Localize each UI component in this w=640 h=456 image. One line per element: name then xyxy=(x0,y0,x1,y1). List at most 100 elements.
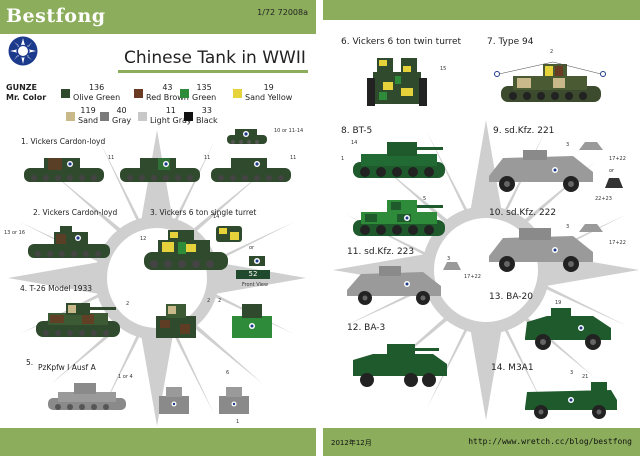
callout-number: 22+23 xyxy=(595,196,612,202)
callout-number: 2 xyxy=(550,49,554,55)
swatch-color xyxy=(66,112,75,121)
tank-illustration xyxy=(144,230,228,270)
callout-number: 3 xyxy=(566,224,570,230)
tank-illustration xyxy=(232,304,272,338)
tank-illustration xyxy=(36,303,120,337)
item-label: PzKpfw I Ausf A xyxy=(38,363,96,372)
item-label: 11. sd.Kfz. 223 xyxy=(347,247,415,257)
callout-number: 19 xyxy=(555,300,562,306)
item-label: 13. BA-20 xyxy=(489,292,534,302)
callout-number: 13 or 16 xyxy=(4,230,26,236)
left-page: Bestfong 1/72 72008a Chinese Tank in WWI… xyxy=(0,0,316,456)
paint-brand: GUNZE Mr. Color xyxy=(6,83,46,103)
footer-bar: 2012年12月 http://www.wretch.cc/blog/bestf… xyxy=(323,428,640,456)
item-label: 2. Vickers Cardon-loyd xyxy=(33,208,118,217)
tank-illustration xyxy=(120,158,200,182)
swatch-color xyxy=(61,89,70,98)
callout-number: 10 or 11-14 xyxy=(274,128,304,134)
paint-swatch: 33 Black xyxy=(184,106,218,126)
item-label: 5. xyxy=(26,358,34,367)
swatch-code: 43 xyxy=(162,83,173,92)
callout-number: 17+22 xyxy=(609,156,626,162)
swatch-code: 119 xyxy=(80,106,96,115)
callout-number: 1 xyxy=(341,156,345,162)
callout-number: 11 xyxy=(204,155,211,161)
callout-number: 1 or 4 xyxy=(118,374,133,380)
tank-illustration xyxy=(579,224,603,232)
paint-swatch: 136 Olive Green xyxy=(61,83,121,103)
or-label: or xyxy=(609,168,615,174)
tank-illustration xyxy=(24,158,104,182)
swatch-name: Sand xyxy=(78,116,99,125)
tank-illustration xyxy=(227,129,267,144)
callout-number: 3 xyxy=(566,142,570,148)
tank-illustration xyxy=(347,266,441,305)
swatch-name: Olive Green xyxy=(73,93,121,102)
item-label: 8. BT-5 xyxy=(341,126,373,136)
paint-swatch: 11 Light Gray xyxy=(138,106,192,126)
page-gutter xyxy=(316,0,323,456)
item-label: 9. sd.Kfz. 221 xyxy=(493,126,555,136)
paint-brand-name: GUNZE xyxy=(6,83,38,92)
swatch-color xyxy=(100,112,109,121)
paint-swatch: 135 Green xyxy=(180,83,216,103)
callout-number: 3 xyxy=(570,370,574,376)
callout-number: 2 xyxy=(218,298,222,304)
scale-code: 1/72 72008a xyxy=(257,8,308,17)
or-label: or xyxy=(249,245,255,251)
tank-illustration xyxy=(219,387,249,414)
swatch-code: 40 xyxy=(116,106,127,115)
tank-illustration xyxy=(28,226,110,258)
item-label: 12. BA-3 xyxy=(347,323,386,333)
callout-number: 21 xyxy=(582,374,589,380)
tank-illustration xyxy=(443,262,461,270)
swatch-color xyxy=(180,89,189,98)
swatch-name: Gray xyxy=(112,116,132,125)
item-label: 14. M3A1 xyxy=(491,363,534,373)
callout-number: 11 xyxy=(290,155,297,161)
tank-illustration xyxy=(156,304,196,338)
header-bar xyxy=(323,0,640,20)
item-label: 7. Type 94 xyxy=(487,37,534,47)
paint-brand-sub: Mr. Color xyxy=(6,93,47,102)
callout-number: 5 xyxy=(423,196,427,202)
tank-illustration xyxy=(216,226,242,242)
tank-illustration xyxy=(211,158,291,182)
callout-number: 17+22 xyxy=(609,240,626,246)
paint-swatch: 40 Gray xyxy=(100,106,132,126)
tank-illustration xyxy=(605,178,623,188)
callout-number: 2 xyxy=(207,298,211,304)
swatch-code: 19 xyxy=(263,83,274,92)
tank-illustration xyxy=(525,382,617,419)
footer-bar xyxy=(0,428,316,456)
item-label: 3. Vickers 6 ton single turret xyxy=(150,208,257,217)
callout-number: 15 xyxy=(440,66,447,72)
swatch-code: 11 xyxy=(165,106,176,115)
tank-illustration xyxy=(489,150,593,192)
tank-illustration xyxy=(249,256,265,266)
footer-year: 2012年12月 xyxy=(331,439,372,447)
tank-illustration xyxy=(48,383,126,410)
tank-illustration xyxy=(353,142,445,178)
swatch-code: 135 xyxy=(196,83,212,92)
callout-number: 14 xyxy=(213,214,220,220)
brand-logo-text: Bestfong xyxy=(6,5,106,27)
swatch-name: Red Brown xyxy=(146,93,189,102)
callout-number: 12 xyxy=(140,236,147,242)
callout-number: 3 xyxy=(447,256,451,262)
item-label: 1. Vickers Cardon-loyd xyxy=(21,137,106,146)
swatch-name: Light Gray xyxy=(150,116,192,125)
callout-number: 1 xyxy=(236,419,240,425)
footer-url[interactable]: http://www.wretch.cc/blog/bestfong xyxy=(468,437,632,446)
paint-swatch: 119 Sand xyxy=(66,106,99,126)
swatch-name: Sand Yellow xyxy=(245,93,293,102)
right-page: 6. Vickers 6 ton twin turret 7. Type 94 … xyxy=(323,0,640,456)
plate-52: 52 xyxy=(236,270,270,279)
callout-number: 2 xyxy=(126,301,130,307)
tank-illustration xyxy=(353,200,445,236)
title-underline xyxy=(118,70,308,73)
swatch-color xyxy=(233,89,242,98)
tank-illustration xyxy=(494,61,606,102)
view-label: Front View xyxy=(242,282,269,288)
page-title: Chinese Tank in WWII xyxy=(124,48,306,68)
